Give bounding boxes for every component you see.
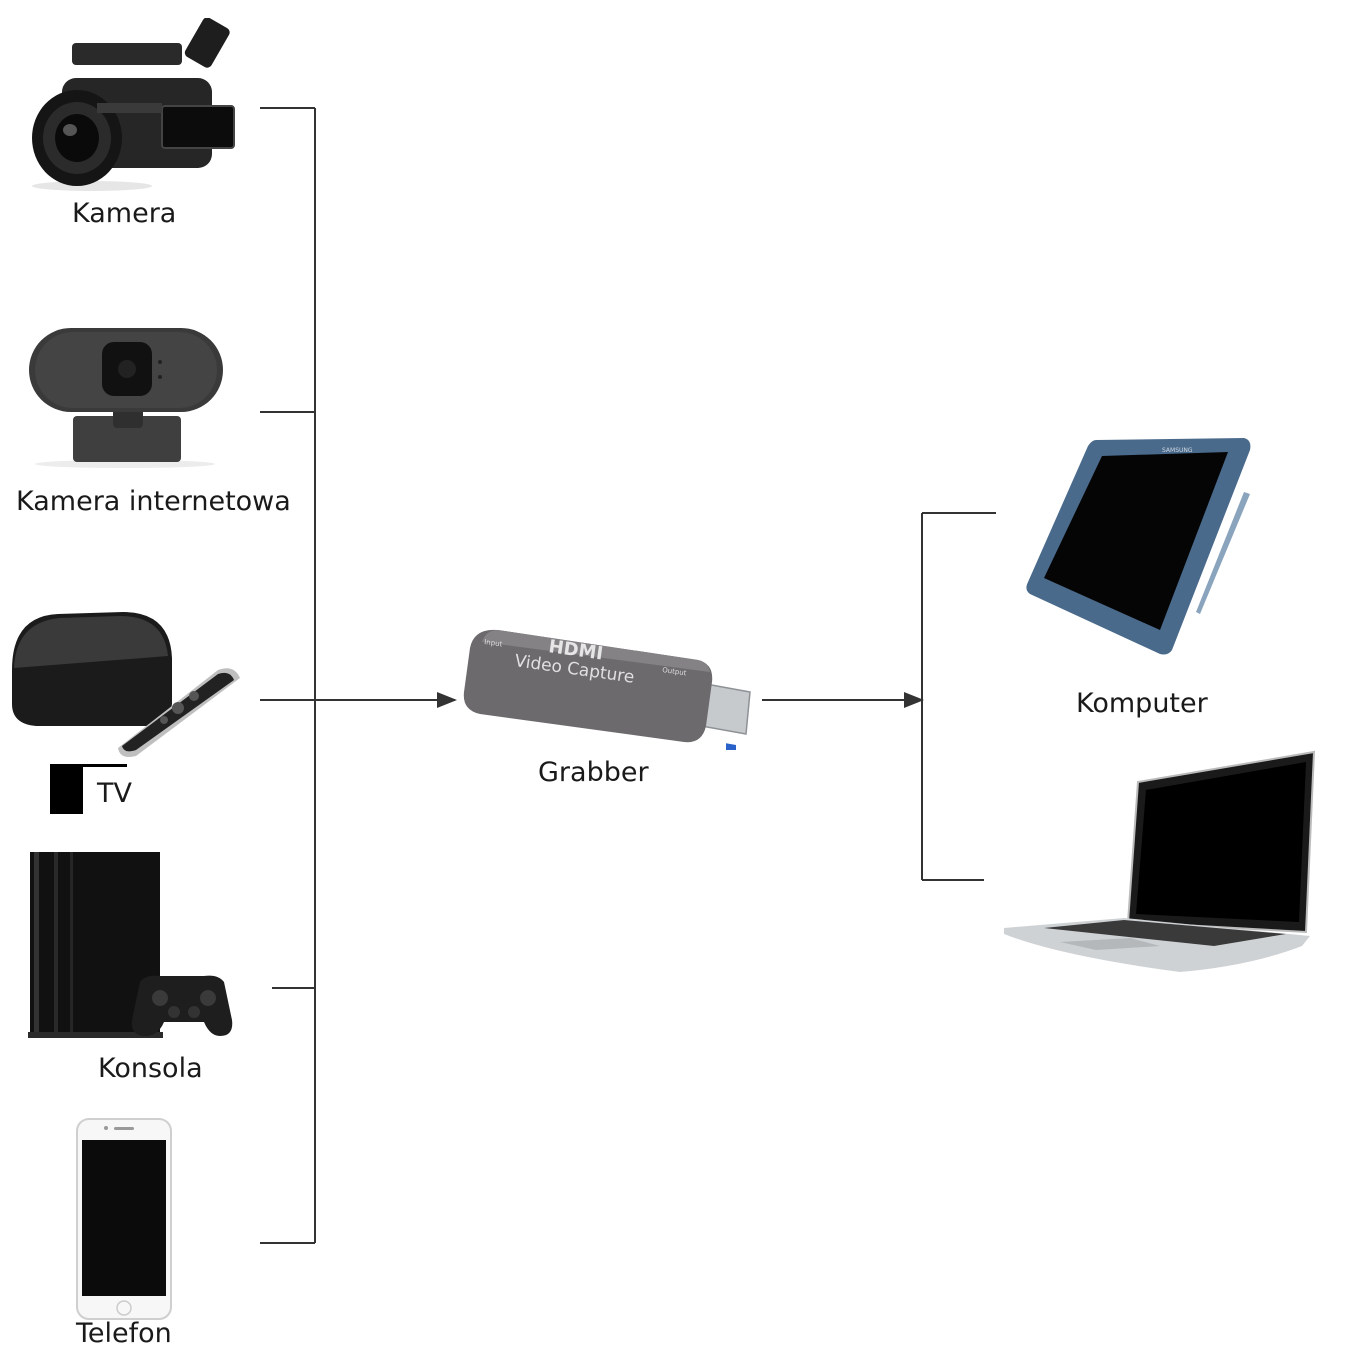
webcam-icon [29, 328, 223, 468]
console-label: Konsola [98, 1053, 203, 1084]
tv-marker-bar [83, 764, 127, 767]
video-camera-icon [32, 18, 235, 191]
tablet-brand-text: SAMSUNG [1162, 447, 1193, 454]
game-console-icon [28, 852, 233, 1038]
laptop-icon [1004, 750, 1316, 972]
grabber-input-text: Input [484, 638, 503, 648]
tv-marker-block [50, 764, 83, 814]
hdmi-grabber-icon: HDMI Video Capture Input Output [463, 629, 751, 750]
phone-icon [76, 1118, 172, 1320]
webcam-label: Kamera internetowa [16, 486, 291, 517]
grabber-output-text: Output [662, 666, 687, 677]
phone-label: Telefon [76, 1318, 172, 1349]
tablet-icon: SAMSUNG [1026, 438, 1251, 655]
grabber-label: Grabber [538, 757, 649, 788]
tv-label: TV [97, 778, 132, 809]
computer-label: Komputer [1076, 688, 1208, 719]
tv-box-icon [12, 612, 240, 757]
camera-label: Kamera [72, 198, 177, 229]
